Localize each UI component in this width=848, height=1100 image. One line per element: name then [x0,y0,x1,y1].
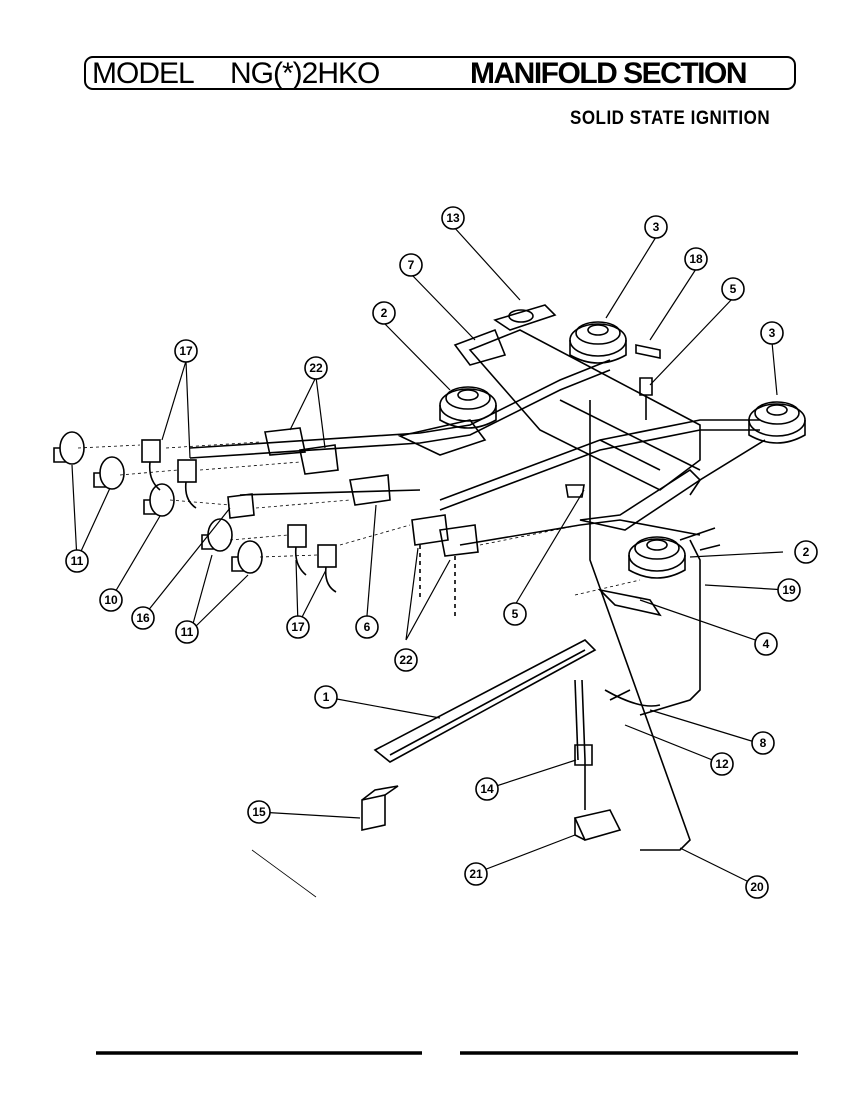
burner-left [439,386,497,429]
callout-22: 22 [304,356,328,380]
callout-2: 2 [794,540,818,564]
callout-13: 13 [441,206,465,230]
callout-8: 8 [751,731,775,755]
valve-1 [264,427,306,456]
valve-4 [439,524,479,557]
svg-text:20: 20 [750,880,764,894]
callout-14: 14 [475,777,499,801]
ignitor-center [565,484,585,498]
manifold-pipe-rear [189,369,611,459]
venturi-front [597,588,662,617]
callout-1: 1 [314,685,338,709]
svg-text:21: 21 [469,867,483,881]
venturi-left [397,419,487,456]
valve-3 [411,514,449,546]
svg-text:22: 22 [399,653,413,667]
callout-5: 5 [503,602,527,626]
callout-21: 21 [464,862,488,886]
callout-3: 3 [644,215,668,239]
svg-text:14: 14 [480,782,494,796]
callout-17: 17 [286,615,310,639]
gas-line-front [459,519,701,546]
svg-text:3: 3 [769,326,776,340]
svg-text:4: 4 [763,637,770,651]
svg-text:18: 18 [689,252,703,266]
svg-text:12: 12 [715,757,729,771]
svg-text:8: 8 [760,736,767,750]
svg-text:11: 11 [71,554,84,568]
tube-14 [574,744,593,766]
model-label: MODEL [92,57,195,90]
switch-2 [177,459,197,483]
callout-3: 3 [760,321,784,345]
regulator [573,809,622,841]
svg-text:5: 5 [730,282,737,296]
switch-1 [141,439,161,463]
callout-17: 17 [174,339,198,363]
svg-text:17: 17 [179,344,193,358]
flex-line [581,679,586,810]
burner-front [628,527,721,579]
callout-11: 11 [175,620,199,644]
gas-tube-19 [639,539,701,716]
valve-2 [299,444,339,475]
callout-2: 2 [372,301,396,325]
callout-12: 12 [710,752,734,776]
callout-4: 4 [754,632,778,656]
svg-text:6: 6 [364,620,371,634]
callout-18: 18 [684,247,708,271]
ignitor-clip [635,344,661,359]
valve-center [349,474,391,506]
callout-7: 7 [399,253,423,277]
infinite-switch [227,493,255,519]
burner-right [689,401,806,496]
svg-text:2: 2 [803,545,810,559]
callout-19: 19 [777,578,801,602]
callout-16: 16 [131,606,155,630]
callout-15: 15 [247,800,271,824]
svg-text:15: 15 [252,805,266,819]
ignitor-spark [639,377,653,396]
svg-text:16: 16 [136,611,150,625]
gas-line-front-2 [239,489,421,496]
callout-20: 20 [745,875,769,899]
subtitle: SOLID STATE IGNITION [570,106,771,129]
callouts: 13 3 18 5 7 3 2 17 22 2 19 4 8 12 5 6 22… [65,206,818,899]
callout-6: 6 [355,615,379,639]
svg-text:22: 22 [309,361,323,375]
model-number: NG(*)2HKO [230,57,380,90]
header-frame [84,56,796,90]
burner-rear [569,321,627,364]
manifold-pipe [189,359,611,449]
svg-text:1: 1 [323,690,330,704]
callout-22: 22 [394,648,418,672]
svg-text:17: 17 [291,620,305,634]
gas-line-right-2 [439,429,760,511]
knob-group [53,431,263,574]
switch-4 [317,544,337,568]
switch-3 [287,524,307,548]
svg-text:3: 3 [653,220,660,234]
svg-text:19: 19 [782,583,796,597]
svg-text:5: 5 [512,607,519,621]
svg-text:2: 2 [381,306,388,320]
svg-text:11: 11 [181,625,194,639]
section-title: MANIFOLD SECTION [470,57,748,90]
stray-mark [251,849,317,898]
manifold-support [373,639,597,763]
tube-12 [604,689,661,707]
callout-11: 11 [65,549,89,573]
svg-text:7: 7 [408,258,415,272]
svg-text:13: 13 [446,211,460,225]
bracket-15 [361,794,386,831]
gas-tube [589,400,691,851]
svg-text:10: 10 [104,593,118,607]
electrode-bracket [493,304,557,331]
venturi-right [579,468,702,531]
callout-5: 5 [721,277,745,301]
callout-10: 10 [99,588,123,612]
burner-plate [468,329,701,491]
